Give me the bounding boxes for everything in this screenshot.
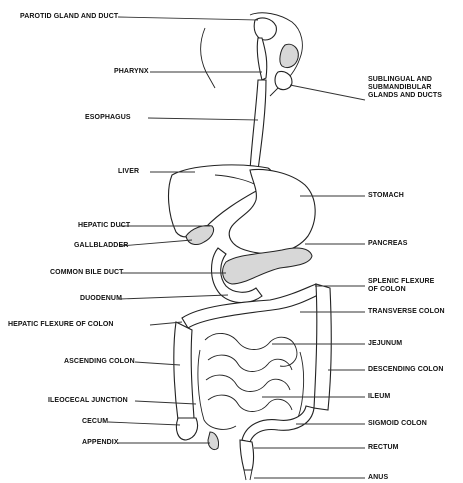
appendix-shape	[208, 432, 219, 450]
label-ileocecal-junction: ILEOCECAL JUNCTION	[48, 397, 128, 405]
small-intestine	[198, 333, 304, 429]
label-appendix: APPENDIX	[82, 439, 119, 447]
anus-shape	[244, 470, 252, 480]
label-rectum: RECTUM	[368, 444, 399, 452]
label-ileum: ILEUM	[368, 393, 390, 401]
label-anus: ANUS	[368, 474, 388, 482]
esophagus-shape	[250, 80, 266, 170]
label-liver: LIVER	[118, 168, 139, 176]
cecum-shape	[176, 418, 197, 440]
label-parotid-gland-and-duct: PAROTID GLAND AND DUCT	[20, 13, 118, 21]
label-transverse-colon: TRANSVERSE COLON	[368, 308, 445, 316]
rectum-shape	[240, 440, 254, 470]
label-esophagus: ESOPHAGUS	[85, 114, 131, 122]
label-descending-colon: DESCENDING COLON	[368, 366, 444, 374]
descending-colon-shape	[314, 284, 331, 410]
label-pancreas: PANCREAS	[368, 240, 408, 248]
label-jejunum: JEJUNUM	[368, 340, 402, 348]
label-pharynx: PHARYNX	[114, 68, 149, 76]
label-common-bile-duct: COMMON BILE DUCT	[50, 269, 124, 277]
label-duodenum: DUODENUM	[80, 295, 122, 303]
label-gallbladder: GALLBLADDER	[74, 242, 128, 250]
submandibular-gland-shape	[275, 71, 292, 89]
parotid-gland-shape	[254, 18, 276, 40]
label-stomach: STOMACH	[368, 192, 404, 200]
label-cecum: CECUM	[82, 418, 108, 426]
ascending-colon-shape	[174, 322, 194, 420]
label-splenic-flexure-of-colon: SPLENIC FLEXURE OF COLON	[368, 278, 434, 294]
label-sublingual-and-submandibular-glands: SUBLINGUAL AND SUBMANDIBULAR GLANDS AND …	[368, 76, 442, 100]
pancreas-shape	[223, 248, 312, 284]
label-hepatic-duct: HEPATIC DUCT	[78, 222, 130, 230]
label-ascending-colon: ASCENDING COLON	[64, 358, 135, 366]
label-sigmoid-colon: SIGMOID COLON	[368, 420, 427, 428]
label-hepatic-flexure-of-colon: HEPATIC FLEXURE OF COLON	[8, 321, 114, 329]
pharynx-shape	[257, 38, 267, 80]
tongue-shape	[280, 44, 298, 67]
